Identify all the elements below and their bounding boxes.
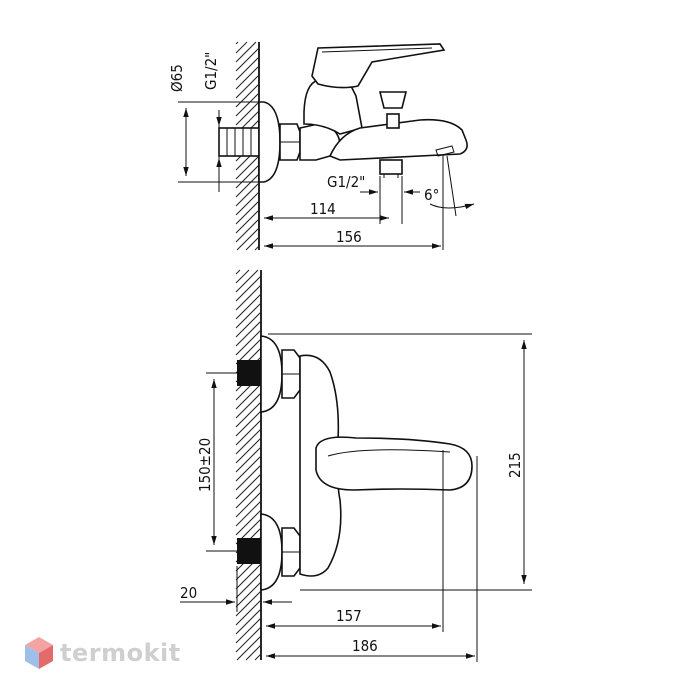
dim-thread-bottom: G1/2" xyxy=(327,173,420,224)
dim-114: 114 xyxy=(264,200,389,221)
dim-215: 215 xyxy=(506,340,527,584)
dim-thread-top-label: G1/2" xyxy=(202,52,220,90)
watermark-text: termokit xyxy=(60,639,181,667)
logo-icon xyxy=(25,637,53,669)
dim-156-label: 156 xyxy=(336,228,362,246)
diverter-knob-side xyxy=(378,91,408,129)
watermark: termokit xyxy=(24,636,181,670)
wall-thread-top xyxy=(218,127,260,157)
dim-150-label: 150±20 xyxy=(196,438,214,492)
dim-angle: 6° xyxy=(424,154,475,250)
dim-diameter-label: Ø65 xyxy=(168,64,186,92)
dim-186-label: 186 xyxy=(352,637,378,655)
spout-side xyxy=(328,118,468,161)
wall-connector-lower xyxy=(237,513,301,591)
front-view: 215 150±20 20 157 186 xyxy=(180,269,532,662)
dim-150: 150±20 xyxy=(196,372,240,552)
lever-handle-front xyxy=(315,436,473,491)
dim-156: 156 xyxy=(264,228,441,249)
outlet-thread-side xyxy=(379,159,403,175)
dim-thread-top: G1/2" xyxy=(202,52,222,192)
dim-157-label: 157 xyxy=(336,607,362,625)
dim-20-label: 20 xyxy=(180,584,197,602)
mixer-cartridge-side xyxy=(303,79,363,135)
dim-angle-label: 6° xyxy=(424,186,439,204)
dim-thread-bottom-label: G1/2" xyxy=(327,173,365,191)
lever-handle-side xyxy=(311,43,446,89)
dim-20: 20 xyxy=(180,566,292,612)
dim-215-label: 215 xyxy=(506,452,524,478)
wall-connector-upper xyxy=(237,335,301,413)
dim-186: 186 xyxy=(266,637,475,659)
side-view: Ø65 G1/2" G1/2" 6° 114 xyxy=(168,41,475,251)
wall-hatching-bottom xyxy=(235,269,262,661)
rosette-top xyxy=(258,101,281,183)
dim-157: 157 xyxy=(266,607,441,629)
dim-114-label: 114 xyxy=(310,200,336,218)
dim-diameter-65: Ø65 xyxy=(168,64,262,183)
